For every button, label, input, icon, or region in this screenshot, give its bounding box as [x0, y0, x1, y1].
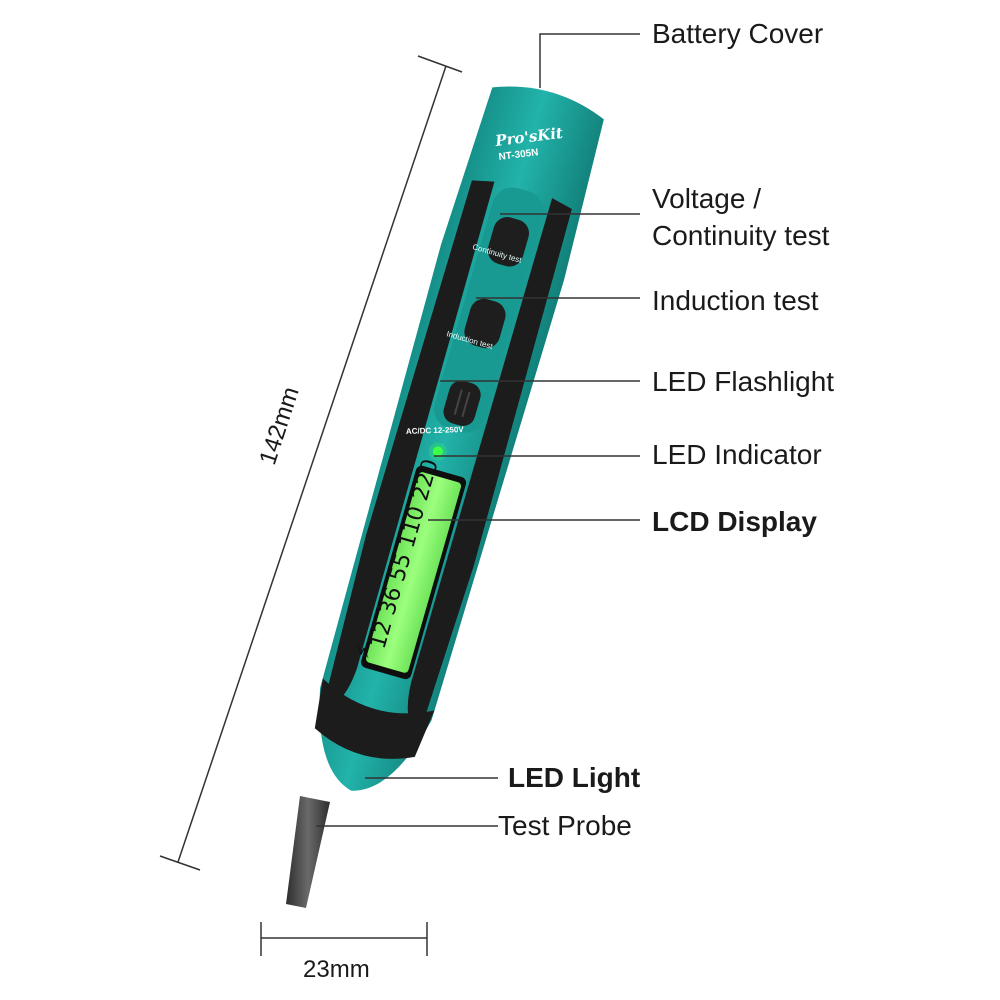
width-dimension-label: 23mm [303, 956, 370, 983]
induction-button[interactable] [461, 295, 509, 351]
lcd-screen [366, 472, 462, 673]
led-indicator-dot [432, 446, 443, 457]
grip-left [322, 180, 495, 710]
grip-right [407, 198, 572, 738]
leader-lines [316, 33, 640, 827]
model-number: NT-305N [498, 147, 539, 163]
width-dimension [260, 922, 428, 956]
led-indicator-label: LED Indicator [652, 439, 822, 470]
flashlight-button[interactable] [441, 378, 484, 429]
induction-test-label: Induction test [652, 285, 819, 316]
test-probe-label: Test Probe [498, 810, 632, 841]
voltage-button[interactable] [484, 214, 532, 270]
tester-body [314, 86, 604, 791]
battery-cover-label: Battery Cover [652, 18, 824, 49]
voltage-continuity-label: Voltage / Continuity test [652, 183, 830, 251]
voltage-range-label: AC/DC 12-250V [406, 425, 465, 436]
test-probe [286, 796, 330, 908]
led-light-label: LED Light [508, 762, 641, 793]
led-flashlight-label: LED Flashlight [652, 366, 835, 397]
grip-tip-band [314, 678, 435, 759]
lcd-lightning-symbol: ⚡ [350, 641, 377, 661]
length-dimension [159, 55, 463, 871]
lcd-display-label: LCD Display [652, 506, 817, 537]
